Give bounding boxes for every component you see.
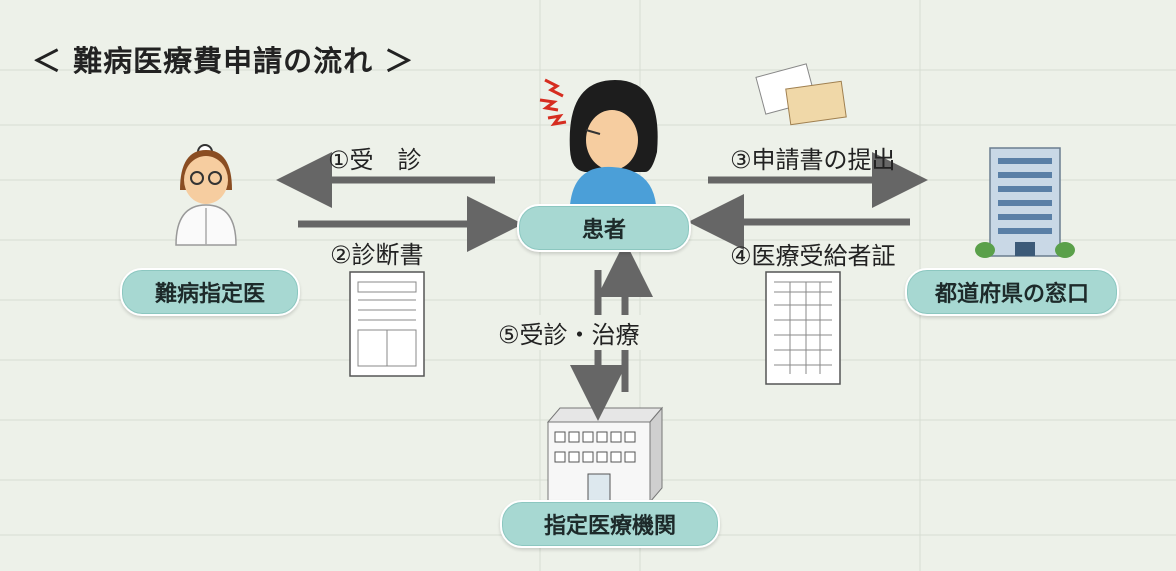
- node-prefecture-office: 都道府県の窓口: [905, 268, 1119, 316]
- patient-illustration: [539, 78, 658, 205]
- office-building-illustration: [975, 147, 1075, 258]
- node-designated-doctor: 難病指定医: [120, 268, 300, 316]
- step-4-label: ④医療受給者証: [730, 242, 896, 270]
- step-3-label: ③申請書の提出: [730, 146, 896, 174]
- hospital-building-illustration: [546, 406, 664, 504]
- doctor-illustration: [175, 144, 237, 246]
- node-designated-medical-institution: 指定医療機関: [500, 500, 720, 548]
- recipient-certificate-document: [765, 271, 841, 385]
- step-1-label: ①受 診: [328, 146, 422, 174]
- step-5-label: ⑤受診・治療: [496, 315, 642, 350]
- step-2-label: ②診断書: [330, 241, 424, 269]
- diagram-title: ＜ 難病医療費申請の流れ ＞: [32, 44, 415, 78]
- certificate-document: [349, 271, 425, 377]
- envelope-illustration: [755, 63, 847, 126]
- node-patient: 患者: [517, 204, 691, 252]
